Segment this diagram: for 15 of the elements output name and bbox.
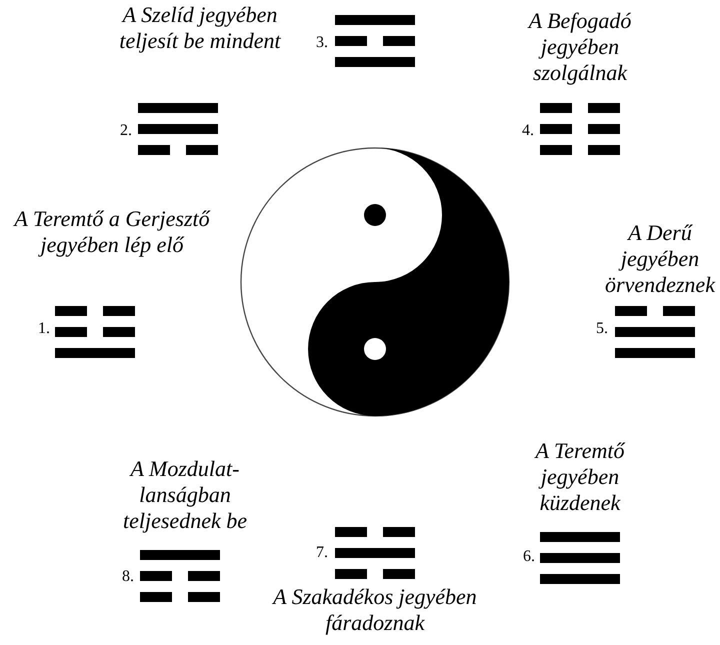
trigram-caption: A Szelíd jegyében teljesít be mindent bbox=[118, 2, 282, 54]
trigram-caption: A Teremtő jegyében küzdenek bbox=[533, 438, 626, 516]
trigram-caption: A Befogadó jegyében szolgálnak bbox=[526, 8, 632, 86]
trigram-caption: A Mozdulat-lanságban teljesednek be bbox=[122, 456, 248, 534]
trigram-caption: A Szakadékos jegyében fáradoznak bbox=[271, 584, 478, 636]
trigram-number: 3. bbox=[316, 34, 328, 52]
trigram-number: 4. bbox=[522, 122, 534, 140]
trigram-number: 1. bbox=[38, 320, 50, 338]
trigram-number: 5. bbox=[596, 320, 608, 338]
trigram-caption: A Derű jegyében örvendeznek bbox=[604, 220, 716, 298]
trigram-number: 7. bbox=[316, 544, 328, 562]
trigram-caption: A Teremtő a Gerjesztő jegyében lép elő bbox=[12, 206, 212, 258]
trigram-number: 6. bbox=[523, 548, 535, 566]
trigram-number: 8. bbox=[122, 568, 134, 586]
trigram-number: 2. bbox=[120, 122, 132, 140]
